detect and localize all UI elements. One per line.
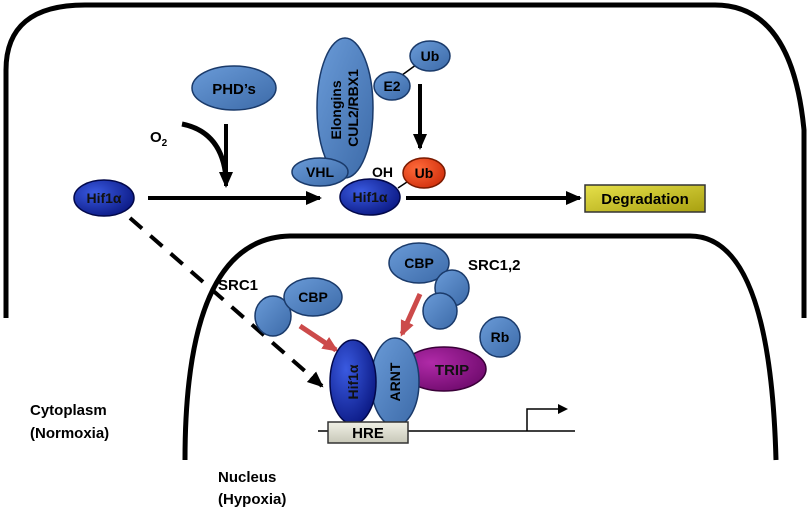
hif1a-cytoplasm — [73, 179, 135, 217]
cbp-left-protein — [283, 277, 343, 317]
hif1a-mid-label: Hif1α — [352, 189, 387, 205]
src1-protein — [254, 295, 292, 337]
nucleus-label: Nucleus (Hypoxia) — [218, 469, 286, 508]
o2-label: O2 — [150, 129, 168, 149]
cbp-right-label: CBP — [404, 255, 434, 271]
vhl-protein — [291, 157, 349, 187]
phds-protein — [191, 65, 277, 111]
o2-curve — [181, 121, 229, 179]
e2-protein — [373, 71, 411, 101]
hif1a-nuclear-label: Hif1α — [345, 364, 361, 399]
transcription-start-arrow — [526, 404, 568, 431]
cell-membrane — [3, 2, 807, 318]
ub-red-protein — [402, 157, 446, 189]
cbp-right-recruit-arrow — [399, 292, 423, 337]
cbp-left-label: CBP — [298, 289, 328, 305]
elongins-label: Elongins CUL2/RBX1 — [328, 69, 361, 147]
e2-label: E2 — [383, 78, 400, 94]
vhl-label: VHL — [306, 164, 334, 180]
ub-top-protein — [409, 40, 451, 72]
degradation-label: Degradation — [601, 191, 689, 208]
rb-label: Rb — [491, 329, 510, 345]
ub-top-label: Ub — [421, 48, 440, 64]
rb-protein — [479, 316, 521, 358]
arnt-label: ARNT — [387, 362, 403, 401]
ub-red-label: Ub — [415, 165, 434, 181]
nuclear-membrane — [182, 233, 779, 461]
hre-label: HRE — [352, 425, 384, 442]
src12-label: SRC1,2 — [468, 257, 521, 274]
src1-label: SRC1 — [218, 277, 258, 294]
hif1a-left-label: Hif1α — [86, 190, 121, 206]
phds-label: PHD’s — [212, 81, 256, 98]
cbp-left-recruit-arrow — [298, 323, 339, 353]
degradation-box — [584, 184, 706, 213]
cbp-right-protein — [388, 242, 450, 284]
hypoxia-translocation-arrow — [128, 216, 324, 388]
oh-label: OH — [372, 164, 393, 180]
src12-lower-protein — [422, 292, 458, 330]
trip-label: TRIP — [435, 362, 469, 379]
hif1a-hydroxylated — [339, 178, 401, 216]
hre-box — [327, 421, 409, 444]
cytoplasm-label: Cytoplasm (Normoxia) — [30, 402, 111, 442]
